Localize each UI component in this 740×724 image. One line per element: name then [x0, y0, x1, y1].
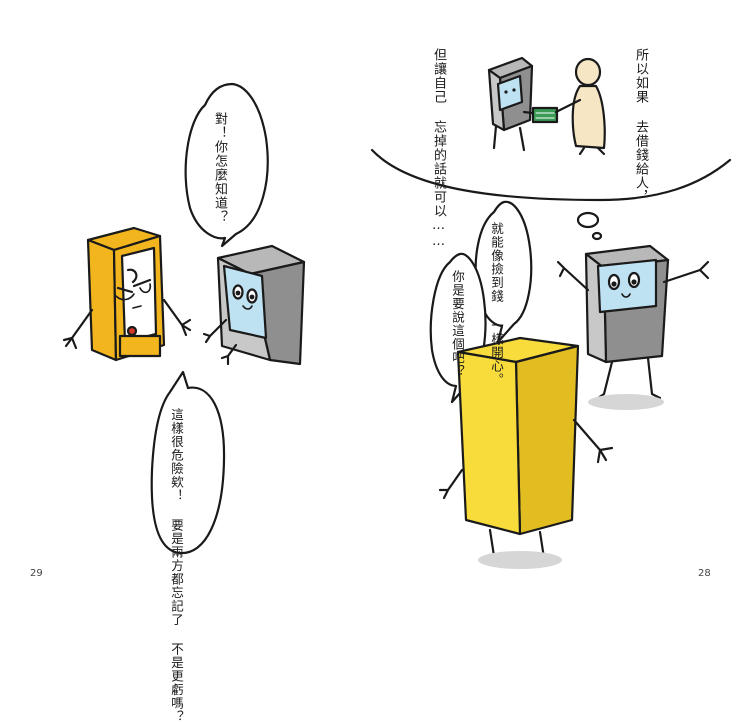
comic-spread: 對！你怎麼知道？ 這樣很危險欸！ 要是兩方都忘記了 不是更虧嗎？ 所以如果 去借… [30, 48, 732, 724]
yellow-block-character [438, 336, 614, 564]
bubble-mid-text: 就能像撿到錢 一樣開心。 [488, 222, 505, 387]
page-number-right: 28 [698, 568, 711, 579]
gray-safe-character-right [556, 244, 710, 400]
thought-line-1: 所以如果 [633, 48, 648, 104]
speech-bubble-top [184, 82, 269, 248]
thought-gray-safe [487, 56, 542, 152]
bubble-bottom-line-2: 要是兩方都忘記了 [169, 518, 184, 627]
thought-line-2: 去借錢給人， [633, 120, 648, 204]
thought-person [554, 57, 606, 156]
thought-cloud [370, 148, 732, 202]
bubble-mid-line-1: 就能像撿到錢 [489, 222, 504, 303]
thought-line-3: 但讓自己 [431, 48, 446, 104]
shadow-right-gray [588, 394, 664, 410]
thought-money-stack [531, 106, 559, 124]
gray-safe-character-left [202, 244, 306, 366]
bubble-question-text: 你是要說這個吧？ [449, 270, 466, 378]
bubble-question-line: 你是要說這個吧？ [450, 270, 465, 378]
bubble-bottom-text: 這樣很危險欸！ 要是兩方都忘記了 不是更虧嗎？ [168, 408, 185, 724]
bubble-top-text: 對！你怎麼知道？ [211, 112, 228, 224]
bubble-mid-line-2: 一樣開心。 [489, 319, 504, 387]
speech-bubble-bottom [150, 370, 226, 555]
shadow-yellow [478, 551, 562, 569]
bubble-bottom-line-1: 這樣很危險欸！ [169, 408, 184, 503]
comic-art [62, 56, 732, 569]
thought-text-col1: 所以如果 去借錢給人， [632, 48, 649, 204]
bubble-bottom-line-3: 不是更虧嗎？ [169, 642, 184, 724]
thought-dot-small [591, 231, 603, 241]
gold-safe-character [62, 226, 192, 362]
page-number-left: 29 [30, 568, 43, 579]
bubble-top-line: 對！你怎麼知道？ [212, 112, 227, 224]
thought-dot-large [576, 211, 600, 229]
thought-text-col2: 但讓自己 忘掉的話就可以…… [430, 48, 447, 250]
thought-line-4: 忘掉的話就可以…… [431, 120, 446, 250]
